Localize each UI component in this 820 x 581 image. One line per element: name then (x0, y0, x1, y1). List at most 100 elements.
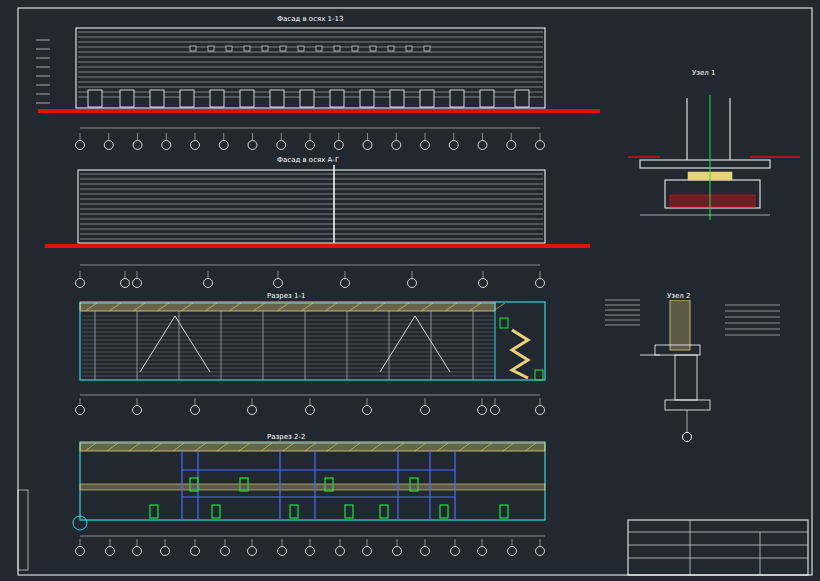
drawing-line (82, 376, 495, 377)
drawing-line (82, 360, 495, 361)
drawing-line (208, 271, 209, 278)
drawing-line (36, 103, 50, 104)
drawing-line (36, 40, 50, 41)
drawing-rect (390, 90, 404, 107)
drawing-line (182, 470, 455, 471)
axis-bubble (104, 141, 113, 150)
drawing-line (495, 302, 496, 380)
drawing-rect (330, 90, 344, 107)
drawing-line (80, 239, 543, 240)
drawing-line (137, 311, 138, 380)
axis-bubble (536, 406, 545, 415)
axis-bubble (536, 279, 545, 288)
drawing-rect (226, 46, 232, 51)
drawing-line (78, 87, 543, 88)
drawing-line (425, 539, 426, 546)
drawing-line (205, 303, 217, 311)
drawing-line (310, 133, 311, 140)
axis-bubble (248, 406, 257, 415)
drawing-line (340, 539, 341, 546)
drawing-line (628, 558, 808, 559)
drawing-line (482, 133, 483, 140)
drawing-line (725, 335, 780, 336)
drawing-line (109, 303, 121, 311)
axis-bubble (421, 141, 430, 150)
drawing-line (412, 271, 413, 278)
drawing-line (397, 539, 398, 546)
drawing-line (80, 214, 543, 215)
drawing-line (80, 128, 540, 129)
axis-bubble (191, 141, 200, 150)
axis-bubble (248, 547, 257, 556)
drawing-line (80, 234, 543, 235)
drawing-line (305, 443, 316, 451)
drawing-line (415, 316, 450, 372)
drawing-line (80, 271, 81, 278)
drawing-line (429, 451, 430, 520)
axis-bubble (421, 547, 430, 556)
drawing-rect (352, 46, 358, 51)
drawing-line (261, 443, 272, 451)
axis-bubble (341, 279, 350, 288)
drawing-rect (18, 490, 28, 570)
drawing-line (367, 398, 368, 405)
drawing-rect (270, 90, 284, 107)
detail-title: Узел 2 (665, 292, 692, 300)
facade-1 (36, 28, 600, 150)
drawing-line (605, 300, 640, 301)
drawing-line (687, 98, 688, 160)
drawing-rect (628, 520, 808, 575)
sheet-frame (18, 8, 812, 575)
drawing-line (165, 539, 166, 546)
drawing-rect (300, 90, 314, 107)
drawing-line (397, 303, 409, 311)
drawing-rect (424, 46, 430, 51)
axis-bubble (133, 141, 142, 150)
axis-bubble (508, 547, 517, 556)
drawing-rect (88, 90, 102, 107)
drawing-line (333, 165, 335, 243)
axis-bubble (191, 547, 200, 556)
drawing-rect (450, 90, 464, 107)
axis-bubble (306, 406, 315, 415)
drawing-line (687, 410, 688, 432)
drawing-rect (208, 46, 214, 51)
detail-callout (73, 516, 87, 530)
drawing-rect (78, 170, 545, 243)
drawing-line (181, 303, 193, 311)
axis-bubble (278, 547, 287, 556)
drawing-line (482, 539, 483, 546)
drawing-line (36, 94, 50, 95)
axis-bubble (161, 547, 170, 556)
drawing-line (80, 219, 543, 220)
drawing-line (80, 184, 543, 185)
drawing-line (503, 443, 514, 451)
drawing-line (393, 443, 404, 451)
drawing-line (525, 443, 536, 451)
view-title: Фасад в осях А-Г (275, 156, 341, 164)
drawing-line (282, 539, 283, 546)
axis-bubble (248, 141, 257, 150)
drawing-rect (80, 302, 545, 380)
drawing-rect (80, 442, 545, 520)
drawing-line (690, 520, 691, 575)
axis-bubble (408, 279, 417, 288)
drawing-line (173, 443, 184, 451)
drawing-line (80, 179, 543, 180)
drawing-line (445, 303, 457, 311)
axis-bubble (133, 406, 142, 415)
drawing-line (305, 311, 306, 380)
drawing-rect (500, 318, 508, 328)
drawing-line (82, 340, 495, 341)
section-1-1 (76, 302, 546, 415)
drawing-line (725, 317, 780, 318)
drawing-line (483, 271, 484, 278)
drawing-line (425, 398, 426, 405)
drawing-line (459, 443, 470, 451)
drawing-line (389, 311, 390, 380)
drawing-line (349, 443, 360, 451)
drawing-rect (640, 160, 770, 168)
drawing-line (511, 133, 512, 140)
axis-bubble (76, 547, 85, 556)
drawing-line (80, 395, 540, 396)
